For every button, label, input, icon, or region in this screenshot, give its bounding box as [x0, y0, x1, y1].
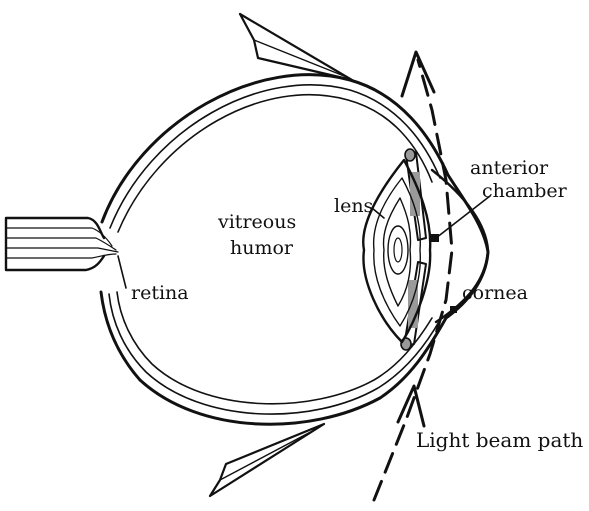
label-cornea: cornea: [462, 283, 528, 304]
arrow-top: [240, 14, 352, 80]
light-beam-arrowhead-top: [402, 52, 434, 96]
arrow-bottom-tail: [220, 428, 318, 480]
ciliary-body-top: [405, 149, 415, 161]
label-lens: lens: [334, 196, 373, 217]
label-anterior-line1: anterior: [470, 158, 548, 179]
label-light-beam-path: Light beam path: [416, 430, 583, 451]
lens-core: [394, 238, 402, 262]
arrow-bottom: [210, 424, 324, 496]
label-vitreous-line2: humor: [230, 238, 293, 259]
label-retina: retina: [131, 283, 189, 304]
label-anterior-line2: chamber: [482, 181, 567, 202]
cornea-dot: [450, 306, 457, 313]
arrow-top-tail: [254, 40, 344, 76]
retina-leader: [118, 256, 126, 288]
anterior-chamber-dot: [431, 234, 439, 242]
optic-nerve: [6, 218, 104, 270]
lens-nucleus: [388, 226, 408, 274]
label-vitreous-line1: vitreous: [218, 212, 296, 233]
